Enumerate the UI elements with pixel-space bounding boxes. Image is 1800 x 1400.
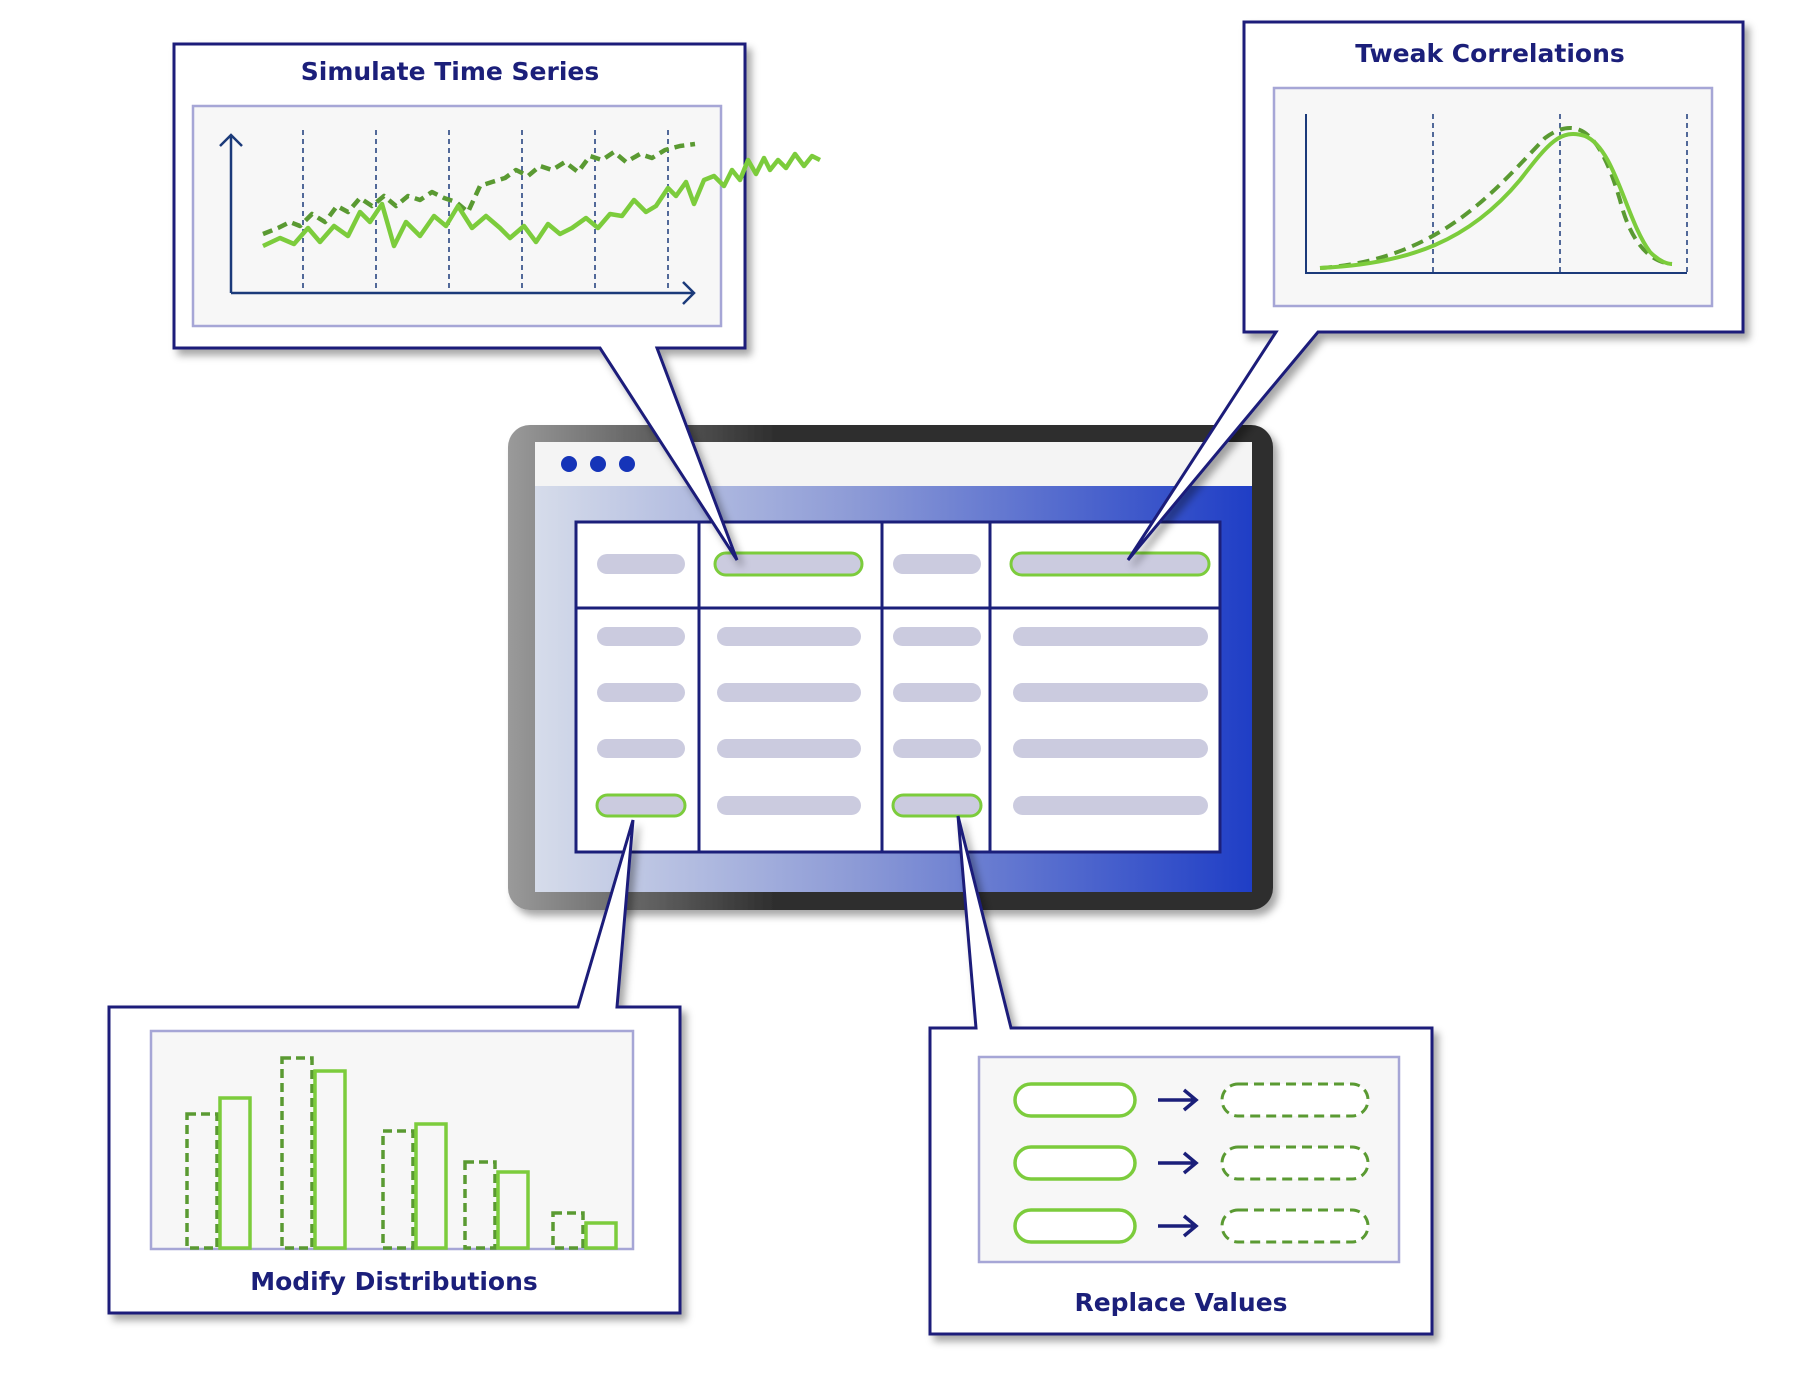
replacement-value-pill	[1220, 1208, 1370, 1244]
window-dot-icon	[590, 456, 606, 472]
right-arrow-icon	[1158, 1088, 1199, 1112]
curve-solid	[1319, 132, 1673, 270]
table-row	[597, 627, 1208, 646]
table-cell-placeholder[interactable]	[597, 627, 685, 646]
callout-panel	[1272, 86, 1714, 308]
table-cell-placeholder[interactable]	[597, 683, 685, 702]
table-cell-placeholder[interactable]	[893, 627, 981, 646]
replace-row	[1013, 1145, 1370, 1181]
table-header-row	[597, 551, 1211, 577]
right-arrow-icon	[1158, 1214, 1199, 1238]
callout-time-series: Simulate Time Series	[172, 42, 822, 561]
replace-row	[1013, 1208, 1370, 1244]
window-dot-icon	[561, 456, 577, 472]
data-table	[574, 520, 1222, 854]
table-cell-placeholder[interactable]	[893, 739, 981, 758]
table-row	[597, 683, 1208, 702]
callout-title: Simulate Time Series	[301, 57, 600, 86]
callout-distributions: Modify Distributions	[107, 819, 682, 1315]
table-cell-placeholder[interactable]	[893, 554, 981, 574]
series-dashed-line	[262, 141, 696, 237]
table-cell-highlighted-time-series[interactable]	[713, 551, 864, 577]
replace-row	[1013, 1082, 1370, 1118]
y-axis-arrow-icon	[219, 133, 243, 293]
window-dots	[561, 456, 635, 472]
callout-correlations: Tweak Correlations	[1126, 20, 1745, 561]
table-cell-placeholder[interactable]	[717, 796, 861, 815]
table-cell-highlighted-correlations[interactable]	[1009, 551, 1211, 577]
distribution-curve-icon	[1305, 114, 1688, 274]
replace-values-icon	[1013, 1082, 1370, 1244]
table-cell-highlighted-replace[interactable]	[891, 793, 983, 818]
series-solid-line	[262, 151, 822, 249]
curve-dashed	[1319, 125, 1673, 270]
table-cell-placeholder[interactable]	[1013, 796, 1208, 815]
table-row	[595, 793, 1208, 818]
table-cell-placeholder[interactable]	[1013, 739, 1208, 758]
window-dot-icon	[619, 456, 635, 472]
table-cell-highlighted-distributions[interactable]	[595, 793, 687, 818]
time-series-chart-icon	[219, 130, 822, 305]
x-axis-arrow-icon	[231, 281, 696, 305]
callout-panel	[149, 1029, 635, 1251]
table-cell-placeholder[interactable]	[1013, 627, 1208, 646]
axes	[1305, 114, 1687, 274]
table-cell-placeholder[interactable]	[717, 683, 861, 702]
table-cell-placeholder[interactable]	[717, 739, 861, 758]
callout-title: Replace Values	[1074, 1288, 1287, 1317]
original-value-pill	[1013, 1082, 1137, 1118]
table-row	[597, 739, 1208, 758]
original-value-pill	[1013, 1208, 1137, 1244]
replacement-value-pill	[1220, 1145, 1370, 1181]
table-cell-placeholder[interactable]	[717, 627, 861, 646]
table-cell-placeholder[interactable]	[597, 554, 685, 574]
right-arrow-icon	[1158, 1151, 1199, 1175]
table-cell-placeholder[interactable]	[1013, 683, 1208, 702]
callout-replace: Replace Values	[928, 815, 1434, 1336]
table-cell-placeholder[interactable]	[893, 683, 981, 702]
table-cell-placeholder[interactable]	[597, 739, 685, 758]
callout-panel	[191, 104, 723, 328]
window-titlebar	[535, 442, 1252, 486]
histogram-icon	[185, 1056, 618, 1250]
callout-title: Tweak Correlations	[1355, 39, 1625, 68]
replacement-value-pill	[1220, 1082, 1370, 1118]
app-window	[508, 425, 1273, 910]
callout-title: Modify Distributions	[250, 1267, 538, 1296]
original-value-pill	[1013, 1145, 1137, 1181]
